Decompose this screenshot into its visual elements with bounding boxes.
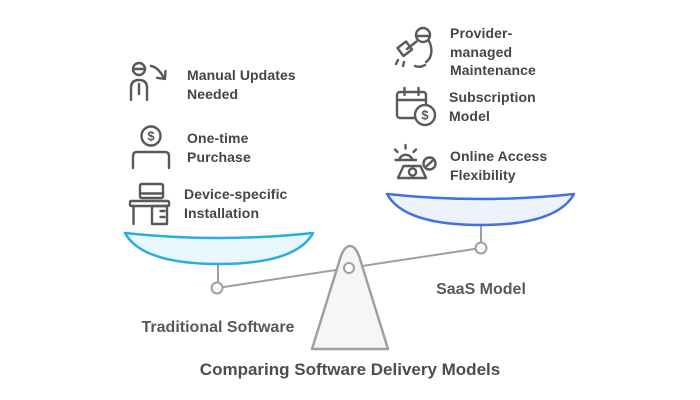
item-label: One-time Purchase [187, 130, 251, 165]
list-item-manual-updates: Manual Updates Needed [126, 58, 317, 104]
item-label: Device-specific Installation [184, 186, 288, 221]
maintenance-worker-icon [394, 26, 433, 68]
item-label: Online Access Flexibility [450, 148, 548, 183]
item-label: Subscription Model [449, 89, 536, 124]
svg-text:$: $ [147, 129, 155, 144]
fulcrum-pivot-hole [343, 262, 355, 274]
laptop-sunrise-icon [393, 143, 437, 180]
person-declining-arrow-icon [129, 61, 167, 102]
desktop-computer-icon [128, 182, 171, 226]
list-item-online-access: Online Access Flexibility [393, 141, 565, 187]
list-item-subscription: $ Subscription Model [394, 85, 564, 129]
left-scale-pan [123, 231, 315, 266]
left-pan-label: Traditional Software [141, 319, 295, 336]
svg-text:$: $ [421, 108, 429, 123]
coin-slot-icon: $ [131, 125, 171, 170]
diagram-title: Comparing Software Delivery Models [199, 360, 501, 379]
right-pan-label: SaaS Model [436, 281, 526, 298]
item-label: Provider-managed Maintenance [450, 25, 536, 78]
item-label: Manual Updates Needed [187, 67, 296, 102]
right-scale-pan [385, 192, 576, 227]
calendar-dollar-icon: $ [395, 86, 437, 127]
list-item-one-time-purchase: $ One-time Purchase [128, 124, 287, 170]
fulcrum-triangle [310, 244, 390, 351]
list-item-device-specific: Device-specific Installation [127, 181, 310, 227]
right-beam-ring [474, 241, 488, 255]
list-item-provider-managed: Provider-managed Maintenance [393, 24, 560, 80]
left-beam-ring [210, 281, 224, 295]
